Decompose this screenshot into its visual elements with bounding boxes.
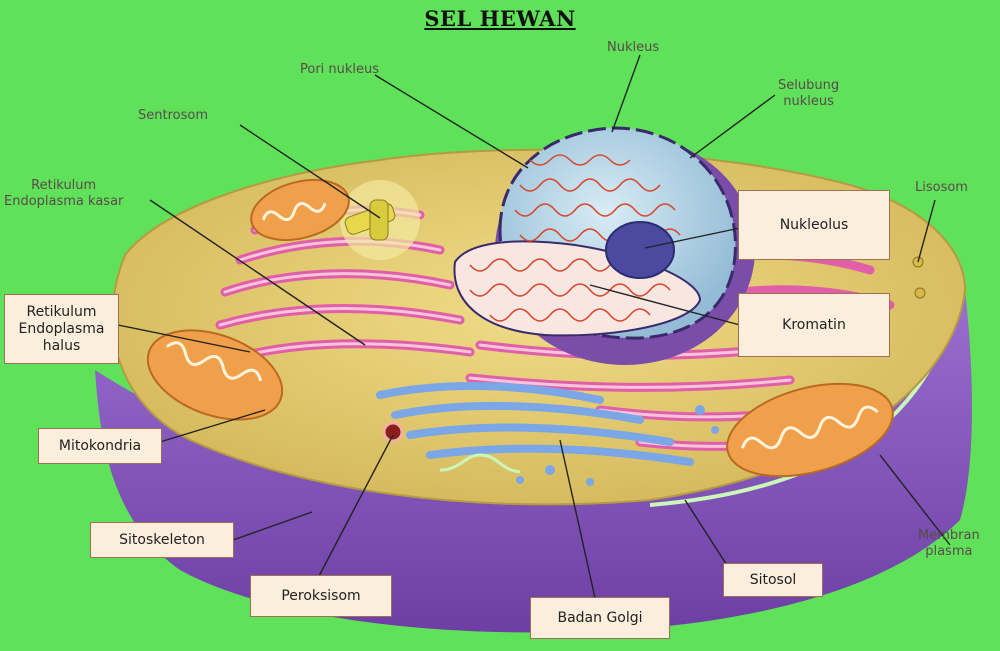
box-mitokondria: Mitokondria xyxy=(38,428,162,464)
label-re-kasar-line1: Retikulum xyxy=(31,178,97,193)
box-sitoskeleton: Sitoskeleton xyxy=(90,522,234,558)
label-selubung-nukleus: Selubung nukleus xyxy=(778,78,839,110)
box-sitosol: Sitosol xyxy=(723,563,823,597)
box-badan-golgi: Badan Golgi xyxy=(530,597,670,639)
label-nukleus: Nukleus xyxy=(607,40,660,55)
box-re-halus-line3: halus xyxy=(42,337,81,354)
mitochondrion-left xyxy=(146,329,284,421)
box-peroksisom: Peroksisom xyxy=(250,575,392,617)
mitochondrion-right xyxy=(726,382,894,478)
label-membran-plasma-line1: Membran xyxy=(918,528,980,543)
diagram-title: SEL HEWAN xyxy=(424,6,576,31)
label-pori-nukleus: Pori nukleus xyxy=(300,62,380,77)
label-lisosom: Lisosom xyxy=(915,180,968,195)
label-membran-plasma: Membran plasma xyxy=(918,528,980,560)
box-re-halus-line2: Endoplasma xyxy=(18,320,105,337)
label-membran-plasma-line2: plasma xyxy=(925,544,973,559)
chromatin xyxy=(469,154,681,322)
peroxisome xyxy=(382,421,404,443)
label-sentrosom: Sentrosom xyxy=(138,108,208,123)
label-re-kasar-line2: Endoplasma kasar xyxy=(4,194,124,209)
box-nukleolus: Nukleolus xyxy=(738,190,890,260)
centrosome xyxy=(340,180,420,260)
cell-side-wall xyxy=(95,290,972,633)
leader-lines xyxy=(117,54,951,599)
box-kromatin: Kromatin xyxy=(738,293,890,357)
box-re-halus-line1: Retikulum xyxy=(26,303,97,320)
nucleolus xyxy=(605,221,675,279)
label-re-kasar: Retikulum Endoplasma kasar xyxy=(4,178,123,210)
label-selubung-nukleus-line2: nukleus xyxy=(783,94,834,109)
golgi-apparatus xyxy=(376,381,694,466)
label-selubung-nukleus-line1: Selubung xyxy=(778,78,840,93)
golgi-vesicles xyxy=(516,405,719,486)
membrane-notch xyxy=(439,453,521,474)
box-re-halus: Retikulum Endoplasma halus xyxy=(4,294,119,364)
